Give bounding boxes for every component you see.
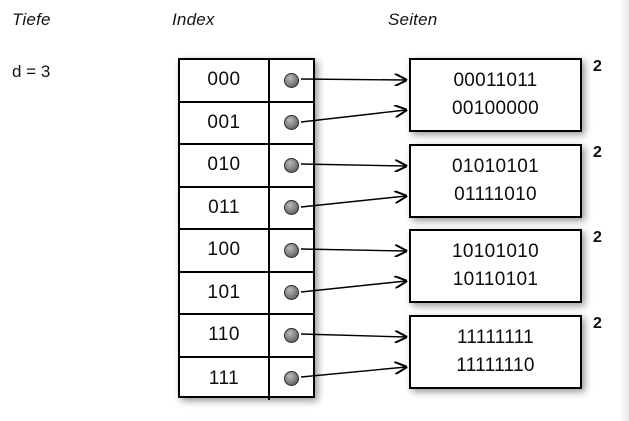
- index-pointer-cell[interactable]: [270, 145, 313, 186]
- filled-dot-icon: [284, 157, 299, 173]
- page-local-depth-2: 2: [593, 229, 602, 246]
- global-depth-value: d = 3: [12, 62, 51, 81]
- pointer-arrow-100: [300, 249, 406, 251]
- pointer-arrow-101: [300, 281, 406, 293]
- filled-dot-icon: [284, 285, 299, 301]
- index-row-010[interactable]: 010: [180, 145, 313, 188]
- index-row-001[interactable]: 001: [180, 102, 313, 145]
- pointer-arrow-110: [300, 334, 406, 337]
- filled-dot-icon: [284, 115, 299, 131]
- index-pointer-cell[interactable]: [270, 188, 313, 229]
- index-row-111[interactable]: 111: [180, 357, 313, 401]
- filled-dot-icon: [284, 327, 299, 343]
- index-row-011[interactable]: 011: [180, 187, 313, 230]
- index-pointer-cell[interactable]: [270, 60, 313, 101]
- page-record: 11111110: [456, 355, 535, 376]
- filled-dot-icon: [284, 72, 299, 88]
- index-pointer-cell[interactable]: [270, 230, 313, 271]
- page-box-2[interactable]: 10101010 10110101: [409, 229, 582, 303]
- index-row-000[interactable]: 000: [180, 60, 313, 103]
- index-pointer-cell[interactable]: [270, 103, 313, 144]
- page-record: 00011011: [453, 70, 538, 92]
- pointer-arrow-001: [300, 110, 406, 123]
- page-record: 01010101: [452, 156, 539, 178]
- index-key: 010: [180, 145, 270, 186]
- page-record: 11111111: [456, 327, 535, 349]
- filled-dot-icon: [284, 200, 299, 216]
- page-record: 01111010: [454, 184, 537, 205]
- index-key: 101: [180, 272, 270, 313]
- column-header-tiefe: Tiefe: [12, 10, 51, 29]
- page-record: 00100000: [452, 98, 539, 119]
- index-key: 011: [180, 187, 270, 228]
- pointer-arrow-010: [300, 164, 406, 166]
- page-box-0[interactable]: 00011011 00100000: [409, 58, 582, 132]
- column-header-seiten: Seiten: [388, 10, 438, 29]
- right-edge-shading: [619, 0, 629, 421]
- index-key: 110: [180, 315, 270, 356]
- index-key: 111: [180, 357, 270, 400]
- page-box-1[interactable]: 01010101 01111010: [409, 144, 582, 218]
- filled-dot-icon: [284, 371, 299, 387]
- index-pointer-cell[interactable]: [270, 358, 313, 401]
- pointer-arrow-000: [300, 79, 406, 80]
- index-key: 000: [180, 60, 270, 101]
- page-local-depth-3: 2: [593, 315, 602, 332]
- index-directory-table: 000 001 010 011 100: [178, 58, 315, 401]
- index-row-100[interactable]: 100: [180, 230, 313, 273]
- pointer-arrow-011: [300, 196, 406, 208]
- index-row-101[interactable]: 101: [180, 272, 313, 315]
- index-key: 100: [180, 230, 270, 271]
- page-box-3[interactable]: 11111111 11111110: [409, 315, 582, 389]
- index-row-110[interactable]: 110: [180, 315, 313, 358]
- index-pointer-cell[interactable]: [270, 315, 313, 356]
- page-local-depth-1: 2: [593, 144, 602, 161]
- pointer-arrow-111: [300, 367, 406, 378]
- column-header-index: Index: [172, 10, 215, 29]
- page-record: 10101010: [452, 241, 539, 263]
- filled-dot-icon: [284, 242, 299, 258]
- index-pointer-cell[interactable]: [270, 273, 313, 314]
- index-key: 001: [180, 102, 270, 143]
- page-record: 10110101: [452, 269, 539, 290]
- page-local-depth-0: 2: [593, 58, 602, 75]
